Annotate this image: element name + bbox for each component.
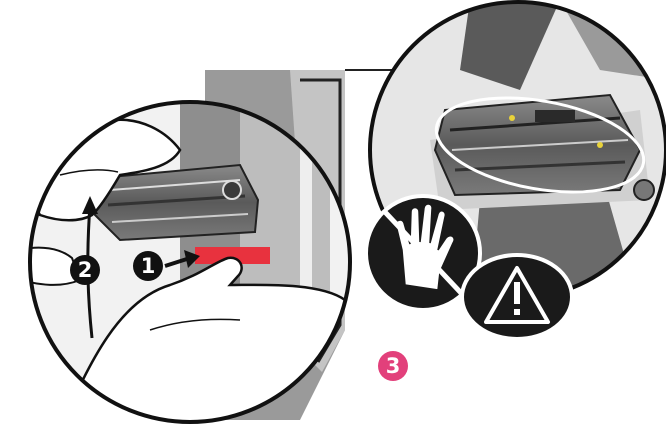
push-arrow: [164, 256, 191, 268]
step-2-badge: 2: [70, 255, 100, 285]
no-gloves-icon: [364, 194, 482, 312]
step-3-badge: 3: [378, 351, 408, 381]
warning-icon: [460, 253, 574, 341]
lower-hand: [58, 256, 350, 422]
printhead-highlight: [434, 96, 646, 194]
release-strip: [195, 247, 270, 264]
printhead-unit: [93, 163, 260, 242]
step-1-badge: 1: [133, 251, 163, 281]
